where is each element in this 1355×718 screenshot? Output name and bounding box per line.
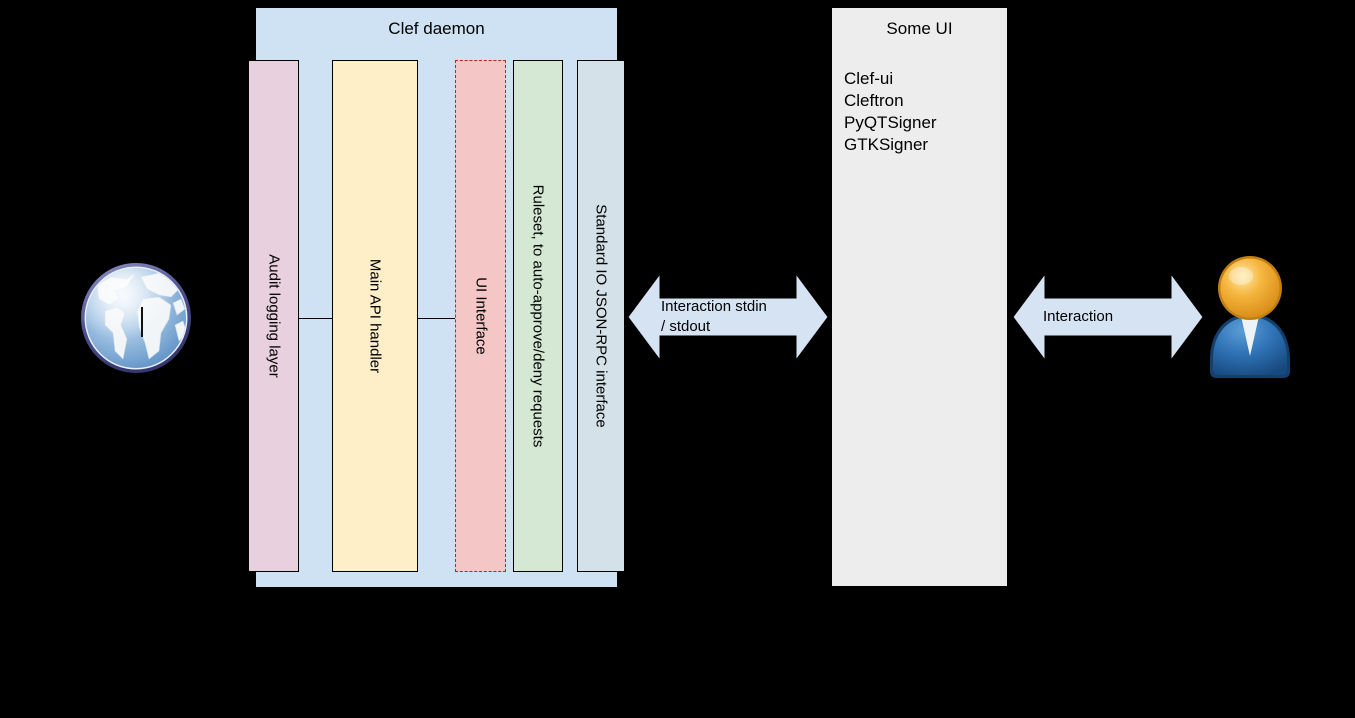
globe-icon	[75, 255, 197, 381]
column-label-audit-logging-layer: Audit logging layer	[265, 254, 282, 378]
interaction-stdio-arrow-label: Interaction stdin / stdout	[628, 272, 828, 362]
column-label-main-api-handler: Main API handler	[366, 258, 384, 374]
column-label-ruleset: Ruleset, to auto-approve/deny requests	[529, 184, 547, 448]
connector-line-api-to-ui	[418, 318, 455, 319]
user-icon	[1204, 252, 1296, 380]
column-ui-interface[interactable]: UI Interface	[455, 60, 506, 572]
column-label-standard-io-json-rpc: Standard IO JSON-RPC interface	[592, 204, 610, 428]
column-audit-logging-layer[interactable]: Audit logging layer	[248, 60, 299, 572]
interaction-arrow: Interaction	[1013, 272, 1203, 362]
list-item[interactable]: Clef-ui	[844, 69, 894, 88]
interaction-stdio-arrow-line1: Interaction stdin	[661, 298, 767, 315]
connector-line-audit-to-api	[299, 318, 332, 319]
some-ui-list: Clef-ui Cleftron PyQTSigner GTKSigner	[844, 68, 1004, 156]
some-ui-panel[interactable]: Some UI Clef-ui Cleftron PyQTSigner GTKS…	[832, 8, 1007, 586]
interaction-arrow-label: Interaction	[1013, 272, 1203, 362]
list-item[interactable]: GTKSigner	[844, 135, 929, 154]
list-item[interactable]: PyQTSigner	[844, 113, 937, 132]
clef-daemon-title: Clef daemon	[388, 19, 485, 38]
column-ruleset[interactable]: Ruleset, to auto-approve/deny requests	[513, 60, 563, 572]
column-main-api-handler[interactable]: Main API handler	[332, 60, 418, 572]
interaction-stdio-arrow: Interaction stdin / stdout	[628, 272, 828, 362]
column-label-ui-interface: UI Interface	[472, 277, 489, 355]
list-item[interactable]: Cleftron	[844, 91, 904, 110]
some-ui-title: Some UI	[886, 19, 953, 38]
interaction-arrow-line1: Interaction	[1043, 308, 1114, 325]
interaction-stdio-arrow-line2: / stdout	[661, 318, 711, 335]
column-standard-io-json-rpc[interactable]: Standard IO JSON-RPC interface	[577, 60, 625, 572]
